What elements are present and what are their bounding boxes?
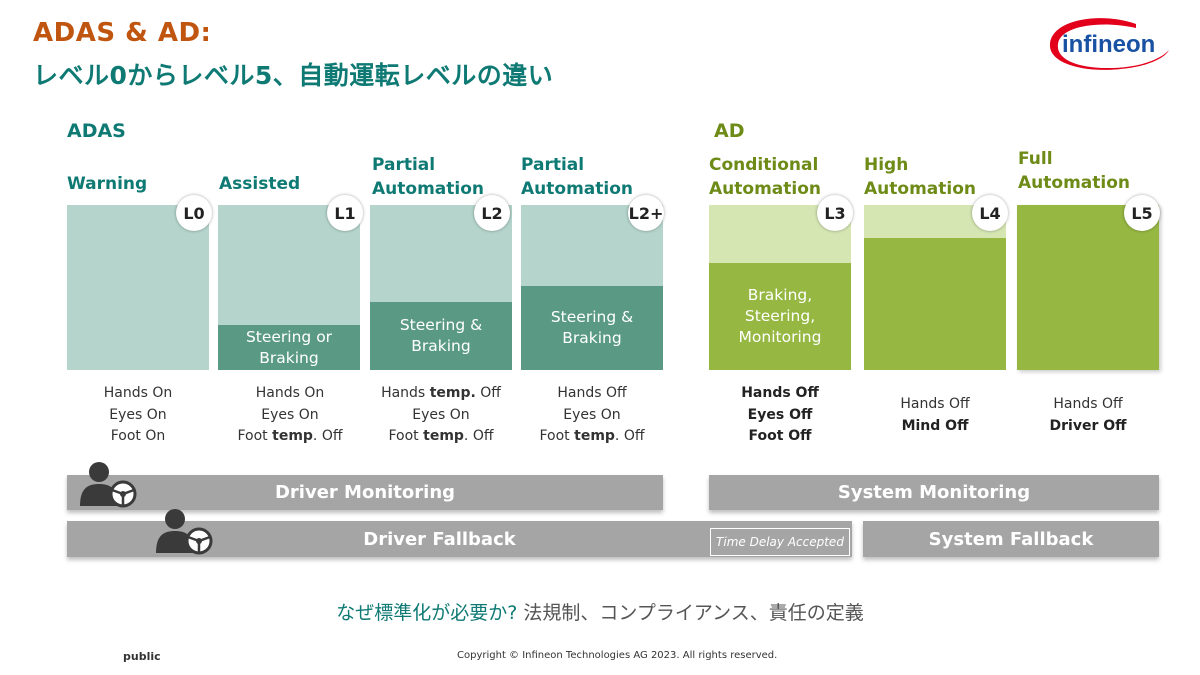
level-title-l0: Warning <box>67 174 148 194</box>
level-title-l1: Assisted <box>219 174 301 194</box>
desc-foot-label: Foot <box>237 428 268 444</box>
desc-foot: Foot On <box>110 428 166 444</box>
desc-eyes: Eyes On <box>261 406 319 423</box>
standardization-question: なぜ標準化が必要か? 法規制、コンプライアンス、責任の定義 <box>0 598 1200 625</box>
question-text: なぜ標準化が必要か? <box>336 602 518 624</box>
level-column-l0 <box>67 205 209 370</box>
level-column-l5 <box>1017 205 1159 370</box>
desc-foot-label: Foot <box>388 428 419 444</box>
desc-foot: Foot temp. Off <box>521 426 663 448</box>
level-band-l2plus: Steering & Braking <box>521 286 663 370</box>
desc-hands-temp: temp. <box>429 385 476 401</box>
desc-foot-temp: temp <box>272 428 313 444</box>
desc-mind: Mind Off <box>901 417 969 434</box>
page-title: ADAS & AD: <box>33 18 212 48</box>
level-band-l2: Steering & Braking <box>370 302 512 370</box>
level-badge-l5: L5 <box>1124 195 1160 231</box>
desc-foot-state: . Off <box>312 428 343 444</box>
level-badge-l0: L0 <box>176 195 212 231</box>
desc-hands: Hands Off <box>900 396 970 412</box>
svg-text:infineon: infineon <box>1062 31 1155 58</box>
driver-monitoring-bar: Driver Monitoring <box>67 475 663 510</box>
level-desc-l2plus: Hands Off Eyes On Foot temp. Off <box>521 383 663 448</box>
page-subtitle: レベル0からレベル5、自動運転レベルの違い <box>33 61 554 90</box>
infineon-logo: infineon <box>1049 18 1169 70</box>
level-badge-l2plus: L2+ <box>628 195 664 231</box>
level-desc-l4: Hands Off Mind Off <box>864 394 1006 437</box>
desc-hands-label: Hands <box>381 385 426 401</box>
desc-eyes: Eyes Off <box>747 406 813 423</box>
level-title-l5: Full Automation <box>1018 149 1130 193</box>
desc-foot-state: . Off <box>463 428 494 444</box>
driver-steering-icon <box>80 462 137 508</box>
desc-hands: Hands temp. Off <box>370 383 512 405</box>
desc-foot-temp: temp <box>574 428 615 444</box>
level-column-l2plus: Steering & Braking <box>521 205 663 370</box>
level-column-l1: Steering or Braking <box>218 205 360 370</box>
desc-foot: Foot temp. Off <box>370 426 512 448</box>
desc-eyes: Eyes On <box>563 406 621 423</box>
level-column-l4 <box>864 205 1006 370</box>
level-desc-l0: Hands On Eyes On Foot On <box>67 383 209 448</box>
classification-label: public <box>123 650 161 663</box>
level-title-l2plus: Partial Automation <box>521 155 633 199</box>
level-badge-l4: L4 <box>972 195 1008 231</box>
level-badge-l2: L2 <box>474 195 510 231</box>
level-title-l3: Conditional Automation <box>709 155 821 199</box>
level-badge-l3: L3 <box>817 195 853 231</box>
level-title-l2: Partial Automation <box>372 155 484 199</box>
level-column-l2: Steering & Braking <box>370 205 512 370</box>
desc-foot-state: . Off <box>614 428 645 444</box>
desc-foot-temp: temp <box>423 428 464 444</box>
level-desc-l5: Hands Off Driver Off <box>1017 394 1159 437</box>
level-band-l1: Steering or Braking <box>218 325 360 370</box>
copyright-text: Copyright © Infineon Technologies AG 202… <box>457 650 778 661</box>
section-label-adas: ADAS <box>67 120 126 142</box>
level-desc-l1: Hands On Eyes On Foot temp. Off <box>219 383 361 448</box>
desc-hands: Hands On <box>255 385 325 401</box>
desc-hands: Hands Off <box>1053 396 1123 412</box>
answer-text: 法規制、コンプライアンス、責任の定義 <box>523 602 864 624</box>
section-label-ad: AD <box>714 120 745 142</box>
desc-foot: Foot temp. Off <box>219 426 361 448</box>
level-badge-l1: L1 <box>327 195 363 231</box>
level-band-l4 <box>864 238 1006 370</box>
desc-hands: Hands On <box>103 385 173 401</box>
desc-eyes: Eyes On <box>412 406 470 423</box>
level-band-l3: Braking, Steering, Monitoring <box>709 263 851 370</box>
system-monitoring-bar: System Monitoring <box>709 475 1159 510</box>
level-desc-l3: Hands Off Eyes Off Foot Off <box>709 383 851 448</box>
desc-foot-label: Foot <box>539 428 570 444</box>
desc-hands-state: Off <box>480 385 501 401</box>
desc-driver: Driver Off <box>1049 417 1127 434</box>
desc-hands: Hands Off <box>557 385 627 401</box>
level-desc-l2: Hands temp. Off Eyes On Foot temp. Off <box>370 383 512 448</box>
time-delay-label: Time Delay Accepted <box>710 528 850 556</box>
level-column-l3: Braking, Steering, Monitoring <box>709 205 851 370</box>
desc-foot: Foot Off <box>748 428 812 444</box>
desc-hands: Hands Off <box>741 385 819 401</box>
level-title-l4: High Automation <box>864 155 976 199</box>
system-fallback-bar: System Fallback <box>863 521 1159 557</box>
desc-eyes: Eyes On <box>109 406 167 423</box>
driver-steering-icon <box>156 509 213 555</box>
